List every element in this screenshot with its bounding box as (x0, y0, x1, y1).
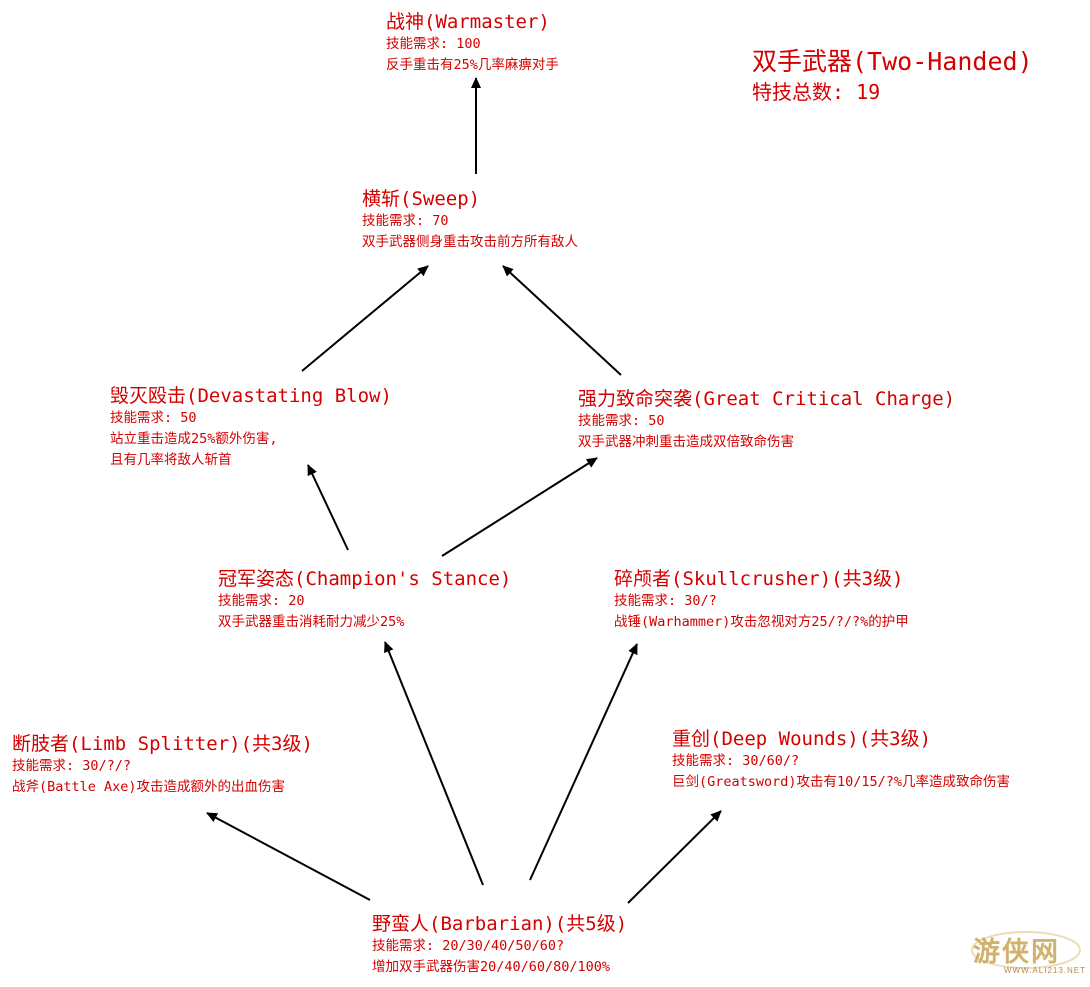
perk-description: 双手武器侧身重击攻击前方所有敌人 (362, 234, 578, 250)
perk-node-sweep: 横斩(Sweep) 技能需求: 70 双手武器侧身重击攻击前方所有敌人 (362, 187, 578, 253)
site-watermark-logo: 游侠网 WWW.ALI213.NET (968, 926, 1087, 978)
perk-requirement: 技能需求: 20 (218, 593, 305, 609)
perk-requirement: 技能需求: 50 (110, 410, 197, 426)
perk-count: 特技总数: 19 (752, 80, 881, 104)
perk-requirement: 技能需求: 70 (362, 213, 449, 229)
arrow-great_critical-to-sweep (502, 265, 622, 376)
perk-title: 冠军姿态(Champion's Stance) (218, 568, 512, 590)
perk-description: 战锤(Warhammer)攻击忽视对方25/?/?%的护甲 (614, 614, 909, 630)
perk-node-skullcrusher: 碎颅者(Skullcrusher)(共3级) 技能需求: 30/? 战锤(War… (614, 567, 909, 633)
perk-description: 双手武器重击消耗耐力减少25% (218, 614, 405, 630)
perk-title: 强力致命突袭(Great Critical Charge) (578, 388, 956, 410)
perk-description: 反手重击有25%几率麻痹对手 (386, 57, 559, 73)
perk-node-devastating-blow: 毁灭殴击(Devastating Blow) 技能需求: 50 站立重击造成25… (110, 384, 392, 471)
arrow-barbarian-to-deep_wounds (627, 810, 722, 904)
watermark-swirl-icon (971, 931, 1081, 969)
perk-description: 战斧(Battle Axe)攻击造成额外的出血伤害 (12, 779, 286, 795)
perk-description: 增加双手武器伤害20/40/60/80/100% (372, 959, 611, 975)
perk-requirement: 技能需求: 50 (578, 413, 665, 429)
perk-node-limb-splitter: 断肢者(Limb Splitter)(共3级) 技能需求: 30/?/? 战斧(… (12, 732, 313, 798)
perk-node-warmaster: 战神(Warmaster) 技能需求: 100 反手重击有25%几率麻痹对手 (386, 10, 559, 76)
perk-title: 碎颅者(Skullcrusher)(共3级) (614, 568, 904, 590)
perk-node-deep-wounds: 重创(Deep Wounds)(共3级) 技能需求: 30/60/? 巨剑(Gr… (672, 727, 1010, 793)
perk-node-barbarian: 野蛮人(Barbarian)(共5级) 技能需求: 20/30/40/50/60… (372, 912, 627, 978)
perk-title: 断肢者(Limb Splitter)(共3级) (12, 733, 313, 755)
perk-node-champions-stance: 冠军姿态(Champion's Stance) 技能需求: 20 双手武器重击消… (218, 567, 511, 633)
perk-description-cont: 且有几率将敌人斩首 (110, 452, 232, 468)
arrow-barbarian-to-skullcrusher (529, 643, 638, 881)
perk-node-great-critical-charge: 强力致命突袭(Great Critical Charge) 技能需求: 50 双… (578, 387, 955, 453)
arrow-barbarian-to-champion (384, 641, 484, 886)
arrow-champion-to-great_critical (441, 457, 598, 557)
perk-requirement: 技能需求: 30/60/? (672, 753, 800, 769)
arrow-devastating-to-sweep (301, 265, 429, 372)
perk-requirement: 技能需求: 20/30/40/50/60? (372, 938, 565, 954)
perk-title: 横斩(Sweep) (362, 188, 481, 210)
tree-header: 双手武器(Two-Handed) 特技总数: 19 (752, 46, 1033, 106)
arrow-barbarian-to-limb_splitter (206, 812, 371, 901)
perk-description: 站立重击造成25%额外伤害, (110, 431, 278, 447)
perk-title: 毁灭殴击(Devastating Blow) (110, 385, 392, 407)
tree-title: 双手武器(Two-Handed) (752, 47, 1033, 76)
perk-requirement: 技能需求: 30/?/? (12, 758, 132, 774)
perk-title: 野蛮人(Barbarian)(共5级) (372, 913, 628, 935)
perk-description: 巨剑(Greatsword)攻击有10/15/?%几率造成致命伤害 (672, 774, 1011, 790)
perk-description: 双手武器冲刺重击造成双倍致命伤害 (578, 434, 794, 450)
watermark-url: WWW.ALI213.NET (1004, 966, 1087, 975)
arrow-champion-to-devastating (307, 464, 349, 551)
perk-title: 战神(Warmaster) (386, 11, 550, 33)
perk-title: 重创(Deep Wounds)(共3级) (672, 728, 932, 750)
perk-requirement: 技能需求: 100 (386, 36, 481, 52)
perk-requirement: 技能需求: 30/? (614, 593, 717, 609)
watermark-text: 游侠网 (973, 937, 1060, 968)
